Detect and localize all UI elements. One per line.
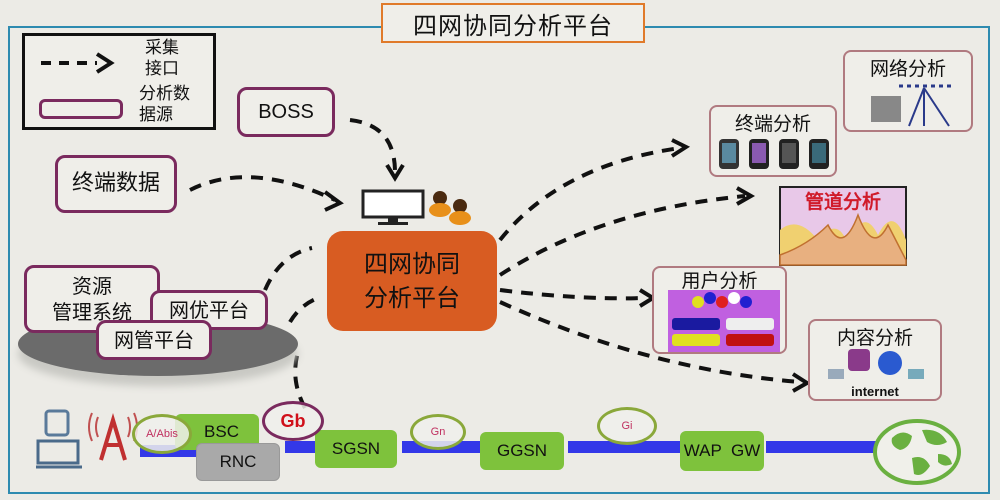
center-line2: 分析平台 [364,284,460,312]
center-line1: 四网协同 [364,250,460,278]
node-ggsn: GGSN [480,432,564,470]
analysis-content: 内容分析 internet [808,319,942,401]
content-services-icon [828,349,924,379]
analysis-terminal: 终端分析 [709,105,837,177]
analysis-user: 用户分析 [652,266,787,354]
interface-gb: Gb [262,401,324,441]
arrow-center-to-content [499,300,801,384]
pipeline-chart-icon [779,186,907,266]
node-wap-gw: WAP GW [680,431,764,471]
legend-box-label-line1: 分析数 [139,84,190,104]
legend-source-box-icon [39,99,123,119]
arrow-netmgmt-to-center [288,296,319,324]
source-boss: BOSS [237,87,335,137]
link-ggsn-wap [568,441,680,453]
arrow-center-to-user [499,288,646,301]
analysis-terminal-label: 终端分析 [734,113,811,135]
arrowhead-boss [385,163,405,182]
legend-dashed-arrow-icon [41,52,115,74]
legend-box-label: 分析数 据源 [139,84,190,126]
analysis-network: 网络分析 [843,50,973,132]
arrowhead-center-content [791,372,811,393]
arrow-center-to-pipeline [498,194,746,277]
monitor-users-icon [361,189,471,225]
analysis-network-label: 网络分析 [869,58,946,80]
arrowhead-center-terminal [670,138,691,158]
arrow-center-to-terminal [498,146,681,242]
arrow-chain-to-center [293,351,307,409]
node-sgsn: SGSN [315,430,397,468]
page-title: 四网协同分析平台 [381,3,645,43]
devices-tower-icon [36,409,138,469]
arrow-netopt-to-center [263,246,313,291]
arrowhead-terminal [323,190,344,212]
link-bsc-sgsn [285,441,315,453]
analysis-pipeline-label: 管道分析 [804,191,881,213]
legend-box-label-line2: 据源 [139,105,173,125]
analysis-content-caption: internet [851,384,899,399]
source-net-management: 网管平台 [96,320,212,360]
node-rnc: RNC [196,443,280,481]
analysis-user-label: 用户分析 [681,270,758,292]
interface-gn: Gn [410,414,466,450]
phones-icon [719,139,829,169]
resource-mgmt-line1: 资源 [72,274,112,298]
source-terminal-data: 终端数据 [55,155,177,213]
interface-gi: Gi [597,407,657,445]
legend-arrow-label-line2: 接口 [145,59,179,79]
arrowhead-center-pipeline [736,186,756,206]
link-wap-internet [766,441,876,453]
central-platform-box: 四网协同 分析平台 [327,231,497,331]
arrow-boss-to-center [349,118,397,173]
user-segments-icon [668,290,780,352]
bts-tower-icon [871,84,953,127]
interface-a-abis: A/Abis [132,414,192,454]
legend-arrow-label: 采集 接口 [145,38,179,80]
internet-globe-icon [873,419,961,485]
analysis-content-label: 内容分析 [836,327,913,349]
arrow-terminal-to-center [189,175,336,202]
legend: 采集 接口 分析数 据源 [22,33,216,130]
legend-arrow-label-line1: 采集 [145,38,179,58]
analysis-pipeline: 管道分析 [778,185,908,267]
